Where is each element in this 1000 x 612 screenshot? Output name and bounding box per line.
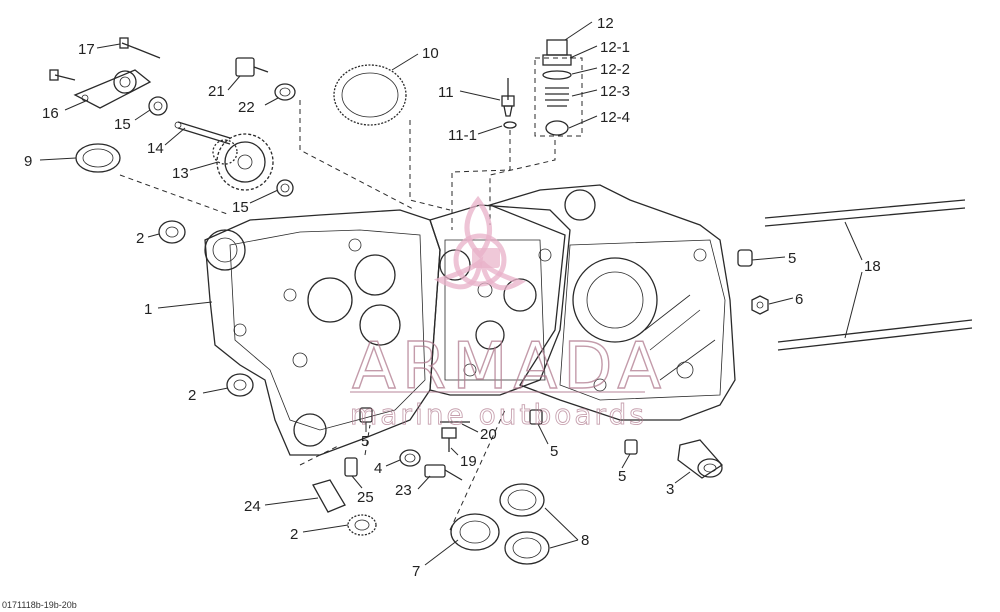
callout-3: 3 <box>666 481 674 498</box>
callout-18: 18 <box>864 258 881 275</box>
shaft-part-14 <box>174 121 231 145</box>
callout-2-top: 2 <box>136 230 144 247</box>
gear-part-13 <box>212 133 274 191</box>
relief-valve-part-12 <box>534 39 583 137</box>
oil-seal-part-9 <box>75 143 121 173</box>
callout-4: 4 <box>374 460 382 477</box>
callout-17: 17 <box>78 41 95 58</box>
callout-5-bottom-center: 5 <box>550 443 558 460</box>
washer-part-15-upper <box>148 96 168 116</box>
armada-watermark: ARMADA marine outboards <box>350 195 667 431</box>
callout-23: 23 <box>395 482 412 499</box>
pin-part-25 <box>344 457 358 477</box>
callout-15-lower: 15 <box>232 199 249 216</box>
leader-lines <box>39 21 863 566</box>
crankcase-right-half <box>488 184 736 421</box>
crankcase-center-section <box>429 204 571 396</box>
switch-part-23 <box>424 464 463 481</box>
dowel-part-5-bottom-center <box>529 409 543 425</box>
dowel-part-5-right <box>737 249 753 267</box>
sleeve-part-3 <box>677 439 723 479</box>
callout-1: 1 <box>144 301 152 318</box>
crankcase-left-half <box>204 209 441 456</box>
washer-part-22 <box>274 83 296 101</box>
breather-part-11 <box>501 78 517 129</box>
watermark-tagline: marine outboards <box>350 398 647 431</box>
reference-code: 0171118b-19b-20b <box>2 600 77 610</box>
callout-2-mid: 2 <box>188 387 196 404</box>
callout-12-4: 12-4 <box>600 109 630 126</box>
callout-2-bottom: 2 <box>290 526 298 543</box>
callout-5-bottom-left: 5 <box>361 433 369 450</box>
sensor-part-21 <box>235 57 269 77</box>
callout-10: 10 <box>422 45 439 62</box>
washer-part-15-lower <box>276 179 294 197</box>
callout-labels: 12 12-1 12-2 12-3 12-4 17 10 21 22 11 11… <box>24 15 881 580</box>
plug-part-2-bottom <box>347 514 377 536</box>
filter-part-24 <box>312 479 346 513</box>
assembly-guide-lines <box>119 100 556 531</box>
oil-seal-part-7 <box>450 513 500 551</box>
dowel-part-5-bottom-right <box>624 439 638 455</box>
callout-12-2: 12-2 <box>600 61 630 78</box>
oil-drain-bolt-part-19 <box>441 427 457 452</box>
callout-21: 21 <box>208 83 225 100</box>
callout-15-upper: 15 <box>114 116 131 133</box>
oil-seals-part-8 <box>499 483 550 565</box>
callout-25: 25 <box>357 489 374 506</box>
callout-12: 12 <box>597 15 614 32</box>
callout-12-1: 12-1 <box>600 39 630 56</box>
callout-20: 20 <box>480 426 497 443</box>
callout-14: 14 <box>147 140 164 157</box>
callout-12-3: 12-3 <box>600 83 630 100</box>
callout-5-right: 5 <box>788 250 796 267</box>
rocker-bracket-part-16 <box>73 69 152 109</box>
bushing-part-2-mid <box>226 373 254 397</box>
washer-part-4 <box>399 449 421 467</box>
callout-7: 7 <box>412 563 420 580</box>
bolts-part-17 <box>49 37 161 81</box>
callout-16: 16 <box>42 105 59 122</box>
nut-part-6 <box>751 295 769 315</box>
callout-24: 24 <box>244 498 261 515</box>
callout-22: 22 <box>238 99 255 116</box>
callout-11: 11 <box>438 84 454 101</box>
bushing-part-2-top <box>158 220 186 244</box>
callout-8: 8 <box>581 532 589 549</box>
watermark-brand: ARMADA <box>352 330 667 404</box>
gasket-ring-part-10 <box>333 64 407 126</box>
callout-6: 6 <box>795 291 803 308</box>
stud-bolts-part-18 <box>764 199 973 351</box>
callout-13: 13 <box>172 165 189 182</box>
callout-19: 19 <box>460 453 477 470</box>
callout-9: 9 <box>24 153 32 170</box>
callout-5-bottom-right: 5 <box>618 468 626 485</box>
callout-11-1: 11-1 <box>448 127 477 144</box>
